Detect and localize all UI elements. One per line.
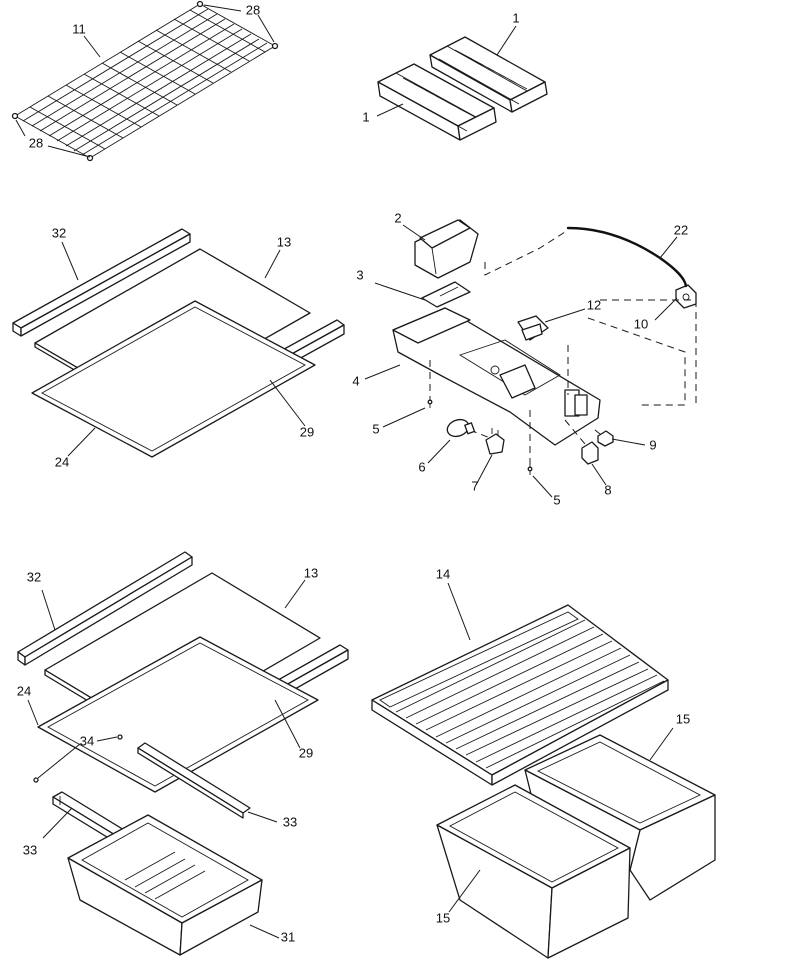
wire-shelf — [11, 0, 279, 162]
callout-15: 15 — [676, 711, 690, 726]
light-shield-3 — [421, 281, 471, 308]
shelf-trim-32-upper — [12, 228, 191, 337]
callout-29: 29 — [299, 745, 313, 760]
callout-34: 34 — [80, 733, 94, 748]
light-cover-2 — [414, 219, 479, 279]
callout-2: 2 — [394, 210, 401, 225]
callout-32: 32 — [52, 225, 66, 240]
callout-13: 13 — [304, 565, 318, 580]
callout-13: 13 — [277, 234, 291, 249]
callout-9: 9 — [649, 437, 656, 452]
callout-24: 24 — [55, 454, 69, 469]
drawer-31 — [67, 814, 263, 956]
callout-10: 10 — [634, 316, 648, 331]
callout-7: 7 — [471, 478, 478, 493]
callout-31: 31 — [281, 929, 295, 944]
callout-29: 29 — [300, 424, 314, 439]
light-bulb-6 — [446, 418, 476, 438]
fasteners-34 — [33, 734, 123, 783]
callout-33: 33 — [23, 842, 37, 857]
wire-shelf-rods — [22, 8, 268, 156]
callout-11: 11 — [72, 21, 86, 36]
callout-8: 8 — [604, 482, 611, 497]
callout-28: 28 — [246, 2, 260, 17]
shelf-end-cap — [271, 42, 279, 50]
thermostat-12 — [517, 315, 549, 341]
housing-body-4 — [392, 307, 601, 446]
ice-tray-front — [377, 63, 497, 141]
callout-5: 5 — [553, 492, 560, 507]
callout-15: 15 — [436, 910, 450, 925]
shelf-end-cap — [196, 0, 204, 8]
callout-6: 6 — [418, 459, 425, 474]
shelf-trim-32-lower — [17, 551, 193, 666]
crisper-cover-ribs — [395, 619, 665, 769]
screw-5 — [427, 398, 533, 475]
shelf-frame-24-upper — [31, 300, 316, 458]
light-switch-8 — [581, 441, 599, 465]
callout-1: 1 — [362, 109, 369, 124]
shelf-end-cap — [11, 112, 19, 120]
leader-lines — [15, 4, 678, 939]
callout-1: 1 — [512, 10, 519, 25]
callout-28: 28 — [29, 135, 43, 150]
crisper-cover-14 — [371, 604, 669, 786]
control-knob-9 — [597, 430, 614, 447]
callout-33: 33 — [283, 814, 297, 829]
callout-32: 32 — [27, 569, 41, 584]
slide-rail-33-right — [137, 742, 251, 819]
callout-5: 5 — [372, 421, 379, 436]
switch-10 — [675, 284, 697, 309]
light-housing-assembly — [392, 219, 697, 475]
shelf-frame-24-lower — [37, 636, 319, 793]
callout-24: 24 — [17, 683, 31, 698]
callout-22: 22 — [674, 222, 688, 237]
ice-tray-back — [429, 36, 548, 113]
callout-4: 4 — [352, 373, 359, 388]
bulb-socket-7 — [485, 428, 505, 455]
crisper-drawer-15-front — [436, 784, 631, 959]
callout-12: 12 — [587, 297, 601, 312]
callout-3: 3 — [356, 267, 363, 282]
callout-14: 14 — [436, 566, 450, 581]
wire-harness-22 — [566, 226, 688, 288]
